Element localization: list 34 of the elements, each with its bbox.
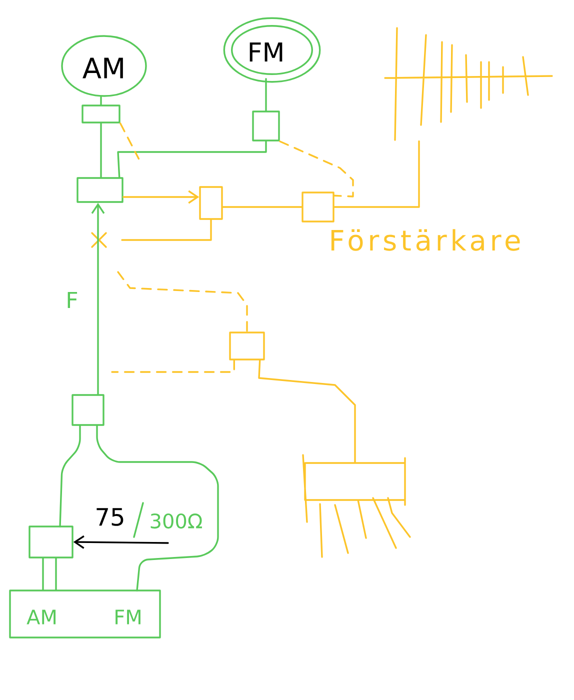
text-label: 75 bbox=[96, 508, 124, 526]
connector-line bbox=[258, 360, 356, 464]
small-box bbox=[199, 186, 223, 220]
text-label: FM bbox=[116, 610, 140, 624]
yagi-antenna bbox=[384, 27, 553, 141]
arrow bbox=[91, 202, 105, 395]
small-box bbox=[82, 104, 120, 124]
connector-line bbox=[42, 558, 44, 590]
small-box bbox=[28, 526, 74, 558]
arrow bbox=[122, 190, 200, 204]
connector-line bbox=[265, 78, 267, 112]
small-box bbox=[252, 110, 280, 142]
small-box bbox=[76, 177, 124, 203]
connector-line bbox=[117, 140, 267, 178]
comb-antenna bbox=[302, 454, 411, 558]
dashed-line bbox=[120, 122, 140, 160]
arrow bbox=[73, 535, 169, 549]
connector-line bbox=[100, 96, 102, 106]
small-box bbox=[72, 394, 104, 426]
connector-line bbox=[222, 206, 302, 208]
text-label: AM bbox=[82, 58, 123, 78]
text-label: AM bbox=[26, 610, 56, 624]
dashed-line bbox=[117, 271, 248, 332]
connector-line bbox=[100, 122, 102, 178]
small-box bbox=[229, 332, 265, 360]
text-label: 300Ω bbox=[150, 513, 202, 529]
dashed-line bbox=[279, 140, 354, 198]
connector-line bbox=[334, 140, 420, 208]
connector-line bbox=[55, 558, 57, 590]
caption-label: Förstärkare bbox=[331, 229, 520, 251]
text-label: F bbox=[68, 292, 78, 308]
text-label: FM bbox=[250, 42, 282, 62]
connector-line bbox=[121, 219, 212, 241]
dashed-line bbox=[111, 360, 235, 373]
